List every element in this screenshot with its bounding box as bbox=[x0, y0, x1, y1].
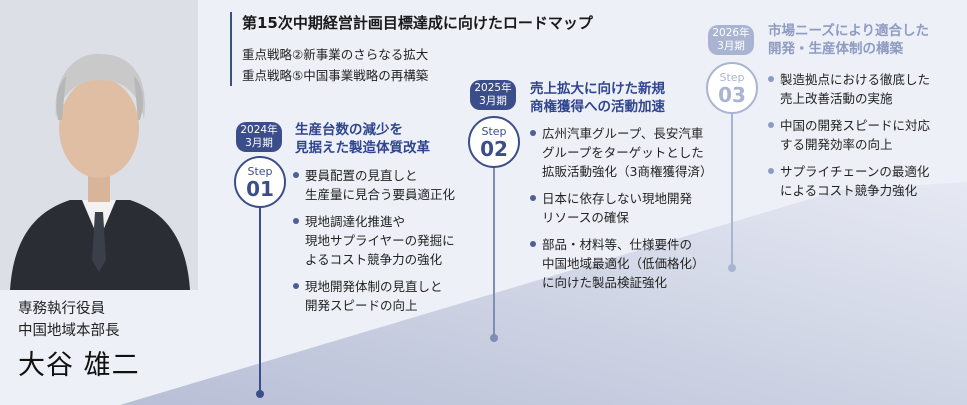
item-line: 要員配置の見直しと bbox=[305, 168, 418, 183]
item-line: 現地開発体制の見直しと bbox=[305, 279, 443, 294]
person-name: 大谷 雄二 bbox=[18, 350, 140, 381]
step2-circle: Step 02 bbox=[468, 116, 520, 168]
item-line: によるコスト競争力強化 bbox=[780, 183, 918, 198]
step-word: Step bbox=[719, 71, 745, 84]
step1-title: 生産台数の減少を 見据えた製造体質改革 bbox=[295, 121, 430, 157]
item-line: 拡販活動強化（3商権獲得済） bbox=[542, 164, 713, 179]
list-item: サプライチェーンの最適化 によるコスト競争力強化 bbox=[768, 162, 930, 200]
item-line: よるコスト競争力の強化 bbox=[305, 252, 443, 267]
list-item: 現地開発体制の見直しと 開発スピードの向上 bbox=[293, 277, 455, 315]
list-item: 広州汽車グループ、長安汽車 グループをターゲットとした 拡販活動強化（3商権獲得… bbox=[530, 124, 712, 181]
item-line: する開発効率の向上 bbox=[780, 137, 893, 152]
item-line: グループをターゲットとした bbox=[542, 145, 704, 160]
item-line: 開発スピードの向上 bbox=[305, 298, 418, 313]
item-line: サプライチェーンの最適化 bbox=[780, 164, 930, 179]
list-item: 要員配置の見直しと 生産量に見合う要員適正化 bbox=[293, 166, 455, 204]
role-title: 専務執行役員 bbox=[18, 301, 105, 317]
period-month: 3月期 bbox=[245, 137, 273, 149]
strategy-item: 重点戦略②新事業のさらなる拡大 bbox=[242, 47, 429, 62]
title-line: 商権獲得への活動加速 bbox=[530, 99, 665, 115]
role-department: 中国地域本部長 bbox=[18, 323, 120, 339]
step-word: Step bbox=[247, 165, 273, 178]
item-line: 日本に依存しない現地開発 bbox=[542, 191, 693, 206]
item-line: 売上改善活動の実施 bbox=[780, 91, 893, 106]
period-year: 2024年 bbox=[240, 124, 278, 136]
title-line: 生産台数の減少を bbox=[295, 122, 403, 138]
title-line: 売上拡大に向けた新規 bbox=[530, 81, 665, 97]
step2-item-list: 広州汽車グループ、長安汽車 グループをターゲットとした 拡販活動強化（3商権獲得… bbox=[530, 124, 712, 300]
roadmap-title: 第15次中期経営計画目標達成に向けたロードマップ bbox=[242, 14, 593, 32]
step1-circle: Step 01 bbox=[234, 156, 286, 208]
title-line: 市場ニーズにより適合した bbox=[768, 23, 930, 39]
roadmap-header: 第15次中期経営計画目標達成に向けたロードマップ 重点戦略②新事業のさらなる拡大… bbox=[230, 12, 593, 86]
list-item: 中国の開発スピードに対応 する開発効率の向上 bbox=[768, 116, 930, 154]
step2-period-badge: 2025年 3月期 bbox=[470, 80, 516, 110]
item-line: 部品・材料等、仕様要件の bbox=[542, 237, 693, 252]
item-line: 生産量に見合う要員適正化 bbox=[305, 187, 456, 202]
road-shape bbox=[120, 182, 967, 405]
item-line: 製造拠点における徹底した bbox=[780, 72, 931, 87]
period-month: 3月期 bbox=[717, 40, 745, 52]
strategy-list: 重点戦略②新事業のさらなる拡大 重点戦略⑤中国事業戦略の再構築 bbox=[242, 44, 593, 86]
step-number: 01 bbox=[246, 177, 274, 201]
step3-circle: Step 03 bbox=[706, 62, 758, 114]
title-line: 見据えた製造体質改革 bbox=[295, 140, 430, 156]
period-month: 3月期 bbox=[479, 95, 507, 107]
step1-stem-dot bbox=[256, 390, 264, 398]
item-line: 中国の開発スピードに対応 bbox=[780, 118, 931, 133]
step3-item-list: 製造拠点における徹底した 売上改善活動の実施 中国の開発スピードに対応 する開発… bbox=[768, 70, 930, 208]
executive-photo bbox=[0, 0, 198, 290]
list-item: 日本に依存しない現地開発 リソースの確保 bbox=[530, 189, 712, 227]
step3-stem-dot bbox=[728, 264, 736, 272]
step3-title: 市場ニーズにより適合した 開発・生産体制の構築 bbox=[768, 22, 929, 58]
step-stems bbox=[256, 110, 736, 398]
step1-period-badge: 2024年 3月期 bbox=[236, 122, 282, 152]
step-number: 03 bbox=[718, 83, 746, 107]
title-line: 開発・生産体制の構築 bbox=[768, 41, 903, 57]
item-line: 現地調達化推進や bbox=[305, 214, 406, 229]
step2-stem-dot bbox=[490, 334, 498, 342]
item-line: 広州汽車グループ、長安汽車 bbox=[542, 126, 704, 141]
step-number: 02 bbox=[480, 137, 508, 161]
period-year: 2025年 bbox=[474, 82, 512, 94]
list-item: 部品・材料等、仕様要件の 中国地域最適化（低価格化） に向けた製品検証強化 bbox=[530, 235, 712, 292]
list-item: 現地調達化推進や 現地サプライヤーの発掘に よるコスト競争力の強化 bbox=[293, 212, 455, 269]
period-year: 2026年 bbox=[712, 27, 750, 39]
step2-title: 売上拡大に向けた新規 商権獲得への活動加速 bbox=[530, 80, 665, 116]
item-line: 現地サプライヤーの発掘に bbox=[305, 233, 455, 248]
strategy-item: 重点戦略⑤中国事業戦略の再構築 bbox=[242, 68, 429, 83]
step1-item-list: 要員配置の見直しと 生産量に見合う要員適正化 現地調達化推進や 現地サプライヤー… bbox=[293, 166, 455, 323]
item-line: に向けた製品検証強化 bbox=[542, 275, 668, 290]
person-caption: 専務執行役員 中国地域本部長 大谷 雄二 bbox=[18, 298, 203, 384]
step3-period-badge: 2026年 3月期 bbox=[708, 25, 754, 55]
step-word: Step bbox=[481, 125, 507, 138]
item-line: 中国地域最適化（低価格化） bbox=[542, 256, 705, 271]
list-item: 製造拠点における徹底した 売上改善活動の実施 bbox=[768, 70, 930, 108]
item-line: リソースの確保 bbox=[542, 210, 629, 225]
